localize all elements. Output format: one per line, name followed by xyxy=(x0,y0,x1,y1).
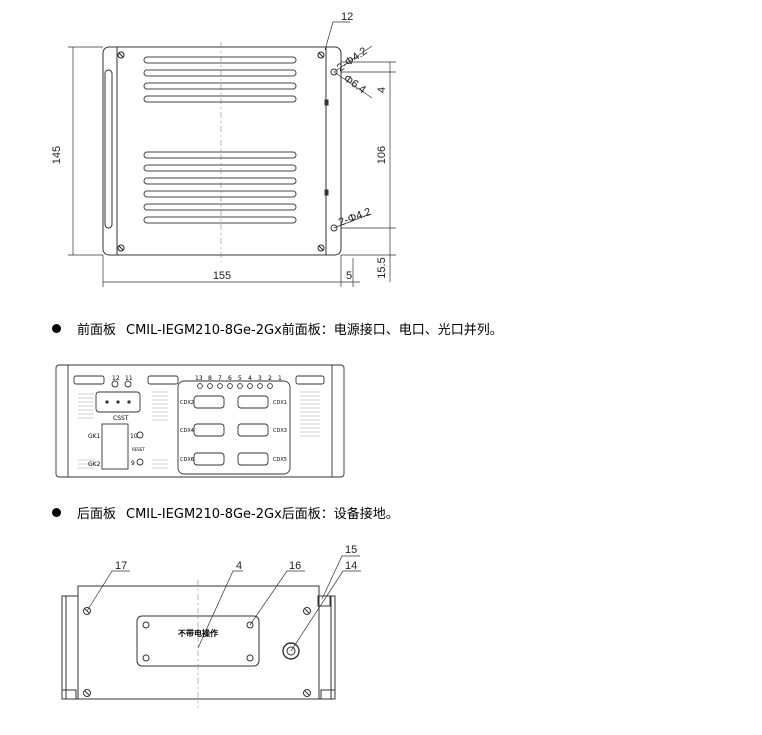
dim-bottom-offset: 15.5 xyxy=(376,257,388,278)
console-label: CSST xyxy=(113,415,129,422)
port-9-label: 9 xyxy=(131,460,135,467)
warning-label: 不带电操作 xyxy=(178,628,218,638)
cdx3-label: CDX3 xyxy=(273,428,287,434)
callout-14: 14 xyxy=(345,560,357,572)
led-num-4: 4 xyxy=(248,375,252,382)
top-view-dimensions xyxy=(68,21,396,287)
callout-16: 16 xyxy=(289,560,301,572)
console-port xyxy=(95,391,141,413)
dim-top-offset: 4 xyxy=(376,87,388,93)
top-plate-outline xyxy=(102,46,342,256)
dim-inner-height: 106 xyxy=(376,146,388,164)
vent-slats-upper xyxy=(143,56,297,103)
port-10-indicator xyxy=(136,431,144,439)
led-row xyxy=(197,383,273,389)
front-label-12: 12 xyxy=(112,375,120,382)
cdx1-label: CDX1 xyxy=(273,400,287,406)
led-num-3: 3 xyxy=(258,375,262,382)
port-group-box xyxy=(177,380,291,475)
rear-caption-tag: 后面板 xyxy=(77,507,117,522)
port-9-indicator xyxy=(136,458,144,466)
side-feature-1 xyxy=(324,99,329,106)
rear-panel xyxy=(61,555,361,708)
rear-caption: 后面板 CMIL-IEGM210-8Ge-2Gx后面板：设备接地。 xyxy=(52,503,399,522)
vent-slats-lower xyxy=(143,151,297,224)
gk1-label: GK1 xyxy=(88,433,101,440)
front-label-11: 11 xyxy=(125,375,133,382)
front-panel-outline xyxy=(55,364,345,478)
rear-caption-text: CMIL-IEGM210-8Ge-2Gx后面板：设备接地。 xyxy=(126,507,399,522)
led-num-13: 13 xyxy=(195,375,203,382)
front-panel-labels: 12 11 CSST GK1 GK2 10 9 RESET 13 8 7 6 5… xyxy=(88,375,287,468)
led-num-7: 7 xyxy=(218,375,222,382)
ground-terminal xyxy=(282,642,300,660)
dim-right-offset: 5 xyxy=(346,270,352,282)
led-num-8: 8 xyxy=(208,375,212,382)
dim-hole-bottom: 2-Φ4.2 xyxy=(337,206,373,229)
front-panel xyxy=(55,364,345,478)
reset-label: RESET xyxy=(132,447,145,452)
db-connectors xyxy=(193,395,269,466)
front-caption-tag: 前面板 xyxy=(77,323,117,338)
callout-15: 15 xyxy=(345,544,357,556)
left-slot xyxy=(104,69,113,229)
dim-height: 145 xyxy=(51,146,63,164)
plate-screws xyxy=(142,621,254,662)
dim-width: 155 xyxy=(213,270,231,282)
callout-4: 4 xyxy=(236,560,242,572)
bullet-icon xyxy=(52,508,61,517)
front-small-print-left xyxy=(78,391,320,469)
rear-panel-outline xyxy=(77,585,320,700)
top-view xyxy=(102,42,342,262)
port-10-label: 10 xyxy=(130,433,138,440)
cdx2-label: CDX2 xyxy=(180,400,194,406)
rear-panel-labels: 17 4 16 15 14 不带电操作 xyxy=(115,544,357,638)
led-num-2: 2 xyxy=(268,375,272,382)
front-caption-text: CMIL-IEGM210-8Ge-2Gx前面板：电源接口、电口、光口并列。 xyxy=(126,323,503,338)
front-caption: 前面板 CMIL-IEGM210-8Ge-2Gx前面板：电源接口、电口、光口并列。 xyxy=(52,319,503,338)
side-feature-2 xyxy=(324,189,329,196)
callout-17: 17 xyxy=(115,560,127,572)
callout-12: 12 xyxy=(341,11,353,23)
rear-screws xyxy=(83,607,311,697)
cdx6-label: CDX6 xyxy=(180,457,194,463)
led-num-1: 1 xyxy=(278,375,282,382)
hole-mark-bottom xyxy=(330,224,338,232)
cdx5-label: CDX5 xyxy=(273,457,287,463)
top-screws xyxy=(117,51,325,252)
led-num-6: 6 xyxy=(228,375,232,382)
top-view-dim-text: 145 155 5 106 4 15.5 12 2-Φ4.2 Φ6.4 2-Φ4… xyxy=(51,11,388,282)
led-num-5: 5 xyxy=(238,375,242,382)
cdx4-label: CDX4 xyxy=(180,428,194,434)
hole-mark-top xyxy=(330,68,338,76)
gk2-label: GK2 xyxy=(88,461,101,468)
bullet-icon xyxy=(52,324,61,333)
gk-block xyxy=(101,423,129,470)
